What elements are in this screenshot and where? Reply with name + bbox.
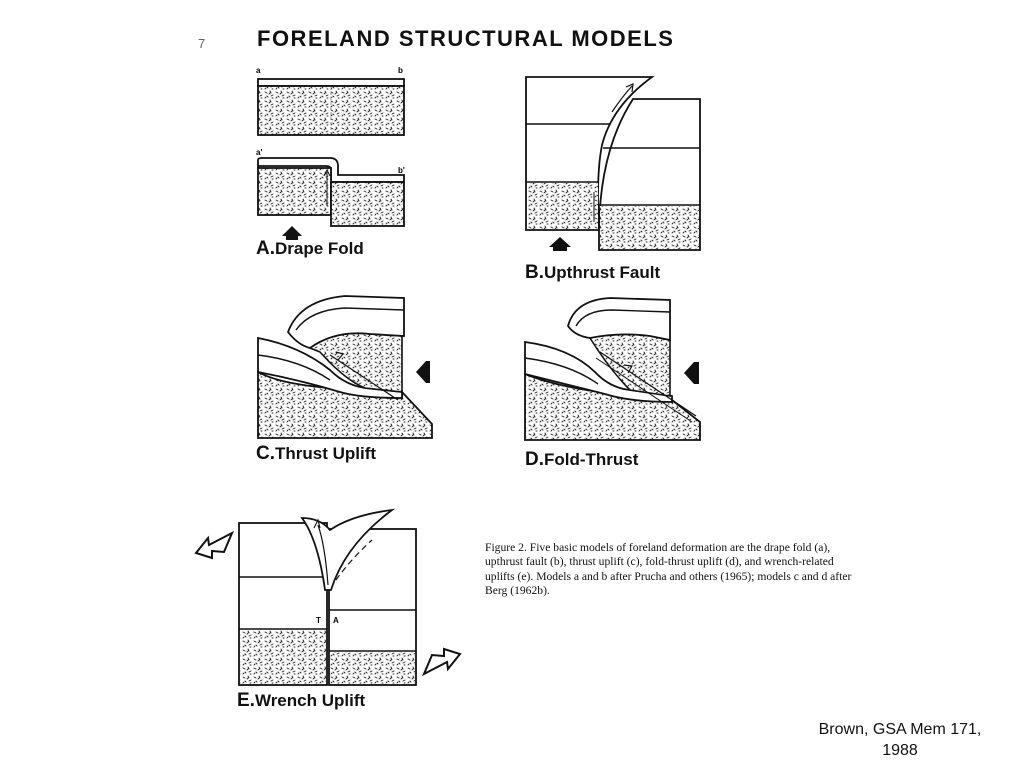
panel-a-drape-fold <box>257 78 405 240</box>
page-title: FORELAND STRUCTURAL MODELS <box>257 26 675 51</box>
uplift-arrow-icon <box>282 226 302 240</box>
point-label-a: a <box>256 66 261 75</box>
marker-a: A <box>333 616 339 625</box>
credit-line-1: Brown, GSA Mem 171, <box>818 721 982 738</box>
panel-b-letter: B. <box>525 262 544 283</box>
compression-arrow-icon <box>684 362 699 384</box>
credit-line-2: 1988 <box>882 742 918 759</box>
panel-c-letter: C. <box>256 443 275 464</box>
point-label-b-prime: b' <box>398 166 405 175</box>
marker-t: T <box>316 616 321 625</box>
panel-e-wrench-uplift <box>194 508 462 686</box>
compression-arrow-icon <box>416 361 430 383</box>
panel-c-thrust-uplift <box>257 295 433 439</box>
shear-arrow-right-icon <box>422 647 462 677</box>
point-label-b: b <box>398 66 403 75</box>
panel-a-letter: A. <box>256 238 275 259</box>
panel-a-name: Drape Fold <box>275 239 364 258</box>
panel-d-fold-thrust <box>524 297 701 441</box>
panel-e-name: Wrench Uplift <box>254 691 366 710</box>
drape-fold-undeformed-block <box>257 78 405 136</box>
shear-arrow-left-icon <box>194 530 234 560</box>
drape-fold-deformed-block <box>257 157 405 227</box>
uplift-arrow-icon <box>549 237 571 251</box>
source-credit: Brown, GSA Mem 171, 1988 <box>795 719 1005 761</box>
panel-a-label: A.Drape Fold <box>256 238 364 260</box>
page-mark: 7 <box>198 36 206 51</box>
panel-e-label: E.Wrench Uplift <box>237 690 365 712</box>
panel-b-upthrust-fault <box>525 76 701 251</box>
point-label-a-prime: a' <box>256 148 262 157</box>
panel-b-label: B.Upthrust Fault <box>525 262 660 284</box>
panel-b-name: Upthrust Fault <box>544 263 661 282</box>
panel-c-name: Thrust Uplift <box>275 444 377 463</box>
panel-d-letter: D. <box>525 449 544 470</box>
fold-thrust-arch <box>567 297 671 342</box>
panel-d-name: Fold-Thrust <box>544 450 639 469</box>
wrench-flower-structure <box>300 508 396 591</box>
panel-e-letter: E. <box>237 690 255 711</box>
panel-d-label: D.Fold-Thrust <box>525 449 638 471</box>
panel-c-label: C.Thrust Uplift <box>256 443 376 465</box>
figure-caption: Figure 2. Five basic models of foreland … <box>485 541 852 598</box>
